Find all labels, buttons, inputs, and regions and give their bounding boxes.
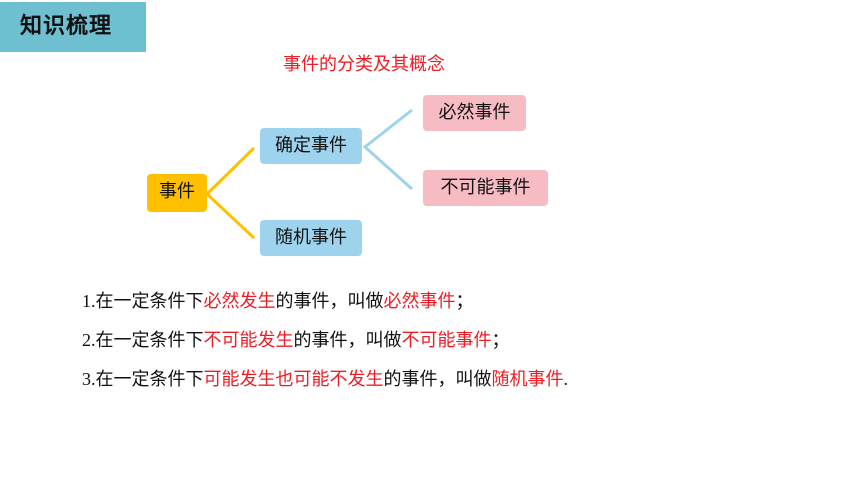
connector-certain-branches [362, 108, 413, 191]
definition-term: 必然事件 [383, 291, 456, 312]
section-title: 知识梳理 [20, 14, 113, 39]
definition-term: 随机事件 [491, 369, 564, 390]
definition-impossible: 2.在一定条件下不可能发生的事件，叫做不可能事件； [82, 327, 510, 354]
definition-number: 2. [82, 330, 96, 350]
node-event: 事件 [147, 174, 207, 212]
node-sure-event: 必然事件 [423, 95, 526, 131]
definition-middle: 的事件，叫做 [383, 369, 492, 390]
definition-sure: 1.在一定条件下必然发生的事件，叫做必然事件； [82, 288, 474, 315]
definition-highlight: 必然发生 [203, 291, 276, 312]
definition-number: 3. [82, 369, 96, 389]
definition-middle: 的事件，叫做 [293, 330, 402, 351]
definition-end: ； [491, 330, 510, 351]
definition-number: 1. [82, 291, 96, 311]
connector-root-branches [204, 146, 256, 240]
node-impossible-event: 不可能事件 [423, 170, 548, 206]
node-random-event: 随机事件 [260, 220, 362, 256]
diagram-title: 事件的分类及其概念 [283, 54, 445, 75]
definition-highlight: 不可能发生 [203, 330, 294, 351]
definition-middle: 的事件，叫做 [275, 291, 384, 312]
node-certain-event: 确定事件 [260, 128, 362, 164]
definition-term: 不可能事件 [401, 330, 492, 351]
definition-prefix: 在一定条件下 [95, 369, 204, 390]
definition-prefix: 在一定条件下 [95, 330, 204, 351]
definition-end: . [563, 369, 569, 389]
definition-random: 3.在一定条件下可能发生也可能不发生的事件，叫做随机事件. [82, 366, 568, 393]
definition-end: ； [455, 291, 474, 312]
definition-prefix: 在一定条件下 [95, 291, 204, 312]
section-header: 知识梳理 [0, 2, 146, 52]
definition-highlight: 可能发生也可能不发生 [203, 369, 384, 390]
